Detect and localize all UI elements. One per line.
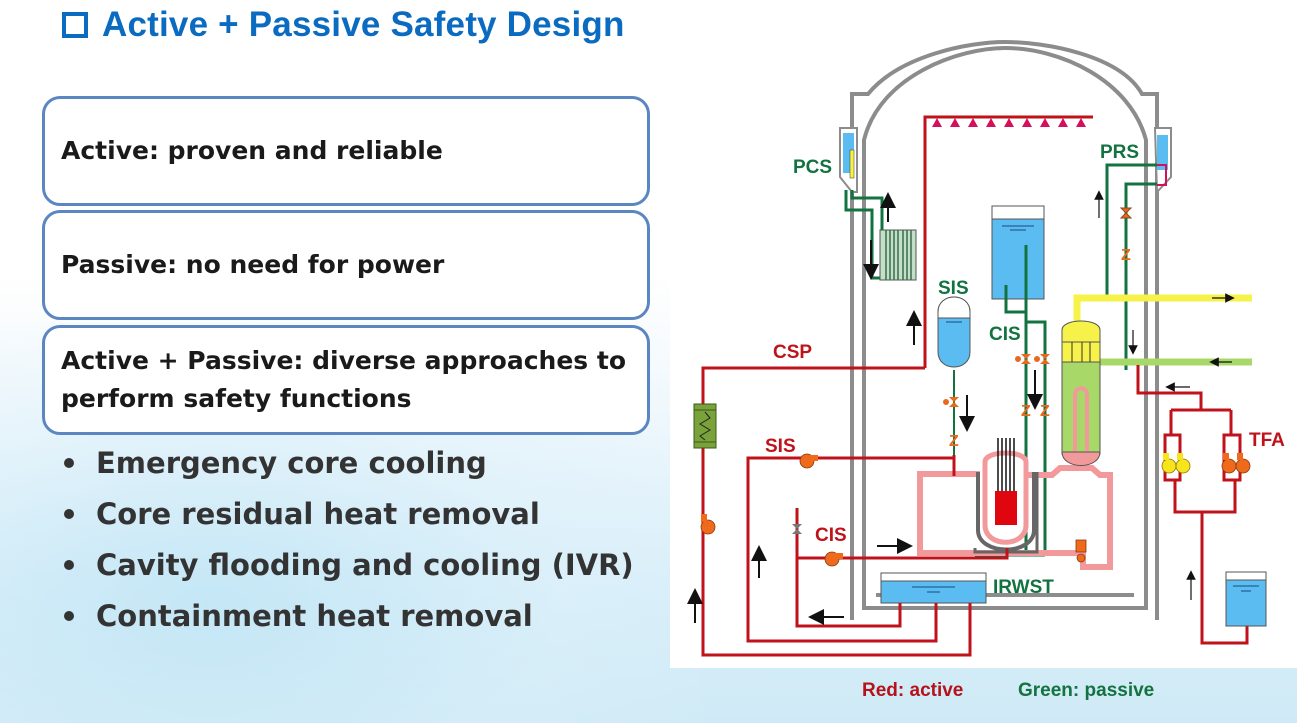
pump-icon [824, 551, 843, 567]
irwst-tank [880, 572, 987, 604]
box-text: Active: proven and reliable [61, 136, 443, 165]
valve-icon [1034, 354, 1050, 364]
check-valve-icon: Z [1040, 403, 1050, 420]
prs-tank [1153, 127, 1172, 195]
steam-generator [1061, 320, 1101, 466]
diagram-panel: PCS PRS Z CIS Z Z SIS Z [670, 0, 1297, 668]
sis-accumulator [937, 296, 971, 368]
title-text: Active + Passive Safety Design [102, 5, 625, 44]
tfa-tank [1225, 571, 1267, 627]
safety-system-diagram: PCS PRS Z CIS Z Z SIS Z [687, 39, 1285, 657]
containment-spray-header [923, 115, 1093, 368]
valve-icon [1015, 354, 1031, 364]
primary-loop [917, 465, 1113, 570]
legend-passive: Green: passive [1018, 680, 1155, 701]
list-item: Core residual heat removal [64, 488, 634, 539]
label-cis-passive: CIS [989, 324, 1021, 345]
check-valve-icon: Z [1021, 403, 1031, 420]
label-tfa: TFA [1249, 430, 1285, 451]
box-text: Active + Passive: diverse approaches to … [61, 346, 627, 413]
containment-inner-wall [862, 45, 1148, 610]
steam-line [1073, 294, 1252, 328]
cis-tank [991, 205, 1045, 300]
reactor-coolant-pump [1075, 539, 1087, 563]
csp-heat-exchanger [693, 403, 717, 449]
box-text: Passive: no need for power [61, 250, 445, 279]
check-valve-icon: Z [1121, 247, 1131, 264]
valve-icon [1119, 207, 1133, 219]
csp-active-line [701, 366, 972, 657]
pump-icon [1161, 453, 1177, 474]
valve-icon [792, 524, 802, 534]
label-csp: CSP [773, 342, 812, 363]
label-cis-active: CIS [815, 525, 847, 546]
label-sis-active: SIS [765, 436, 796, 457]
pcs-tank [839, 127, 858, 193]
pump-icon [1221, 453, 1237, 474]
safety-functions-list: Emergency core cooling Core residual hea… [64, 437, 634, 641]
pump-icon [1235, 453, 1251, 474]
cis-active-line [795, 508, 1009, 628]
label-pcs: PCS [793, 157, 832, 178]
box-passive: Passive: no need for power [42, 210, 650, 320]
page-title: Active + Passive Safety Design [62, 2, 625, 48]
list-item: Emergency core cooling [64, 437, 634, 488]
list-item: Containment heat removal [64, 590, 634, 641]
bullet-icon [64, 610, 74, 621]
legend-active: Red: active [862, 680, 964, 701]
pcs-heat-exchanger [879, 229, 917, 281]
list-item: Cavity flooding and cooling (IVR) [64, 539, 634, 590]
square-bullet-icon [62, 12, 88, 38]
prs-loop [1105, 163, 1157, 370]
reactor-vessel [973, 438, 1039, 554]
pump-icon [1175, 453, 1191, 474]
box-active-passive: Active + Passive: diverse approaches to … [42, 325, 650, 435]
bullet-icon [64, 457, 74, 468]
label-prs: PRS [1100, 142, 1139, 163]
bullet-icon [64, 508, 74, 519]
tfa-active-line [1136, 365, 1249, 645]
pump-icon [799, 453, 818, 469]
check-valve-icon: Z [949, 433, 959, 450]
label-sis-passive: SIS [938, 278, 969, 299]
box-active: Active: proven and reliable [42, 96, 650, 206]
valve-icon [943, 397, 959, 407]
label-irwst: IRWST [993, 577, 1054, 598]
containment-outer-wall [850, 39, 1159, 620]
pump-icon [700, 514, 716, 535]
bullet-icon [64, 559, 74, 570]
